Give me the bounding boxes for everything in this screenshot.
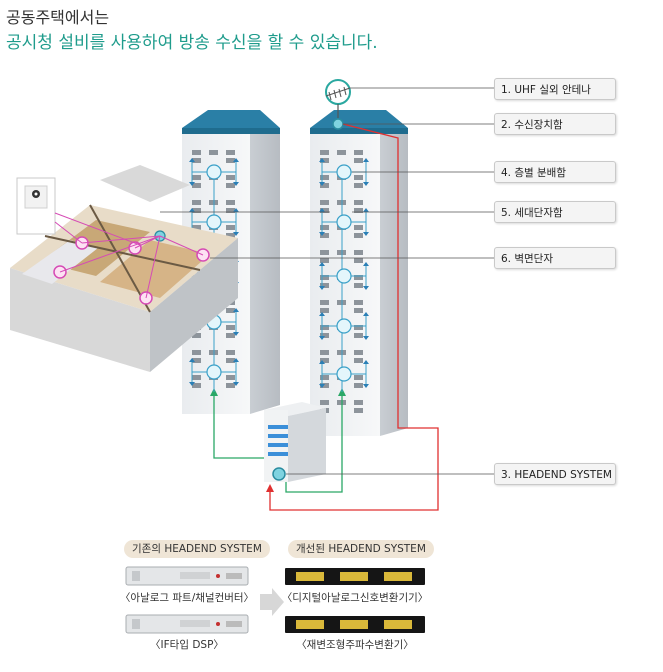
callout-receiver-box: 2. 수신장치함 xyxy=(494,113,616,135)
old-device-if-dsp xyxy=(125,614,249,634)
new-device-remodulation-converter xyxy=(285,616,425,633)
old-item-caption-2: 〈IF타입 DSP〉 xyxy=(150,639,224,651)
callout-wall-outlet: 6. 벽면단자 xyxy=(494,247,616,269)
callout-floor-distributor: 4. 층별 분배함 xyxy=(494,161,616,183)
arrow-right-icon xyxy=(260,588,284,616)
receiver-box-icon xyxy=(332,118,344,130)
heading-line1: 공동주택에서는 xyxy=(6,8,110,27)
callout-uhf-antenna: 1. UHF 실외 안테나 xyxy=(494,78,616,100)
heading-line2: 공시청 설비를 사용하여 방송 수신을 할 수 있습니다. xyxy=(6,33,378,53)
new-item-caption-1: 〈디지털아날로그신호변환기기〉 xyxy=(281,592,429,604)
headend-cabinet xyxy=(264,402,326,482)
callout-unit-terminal-box: 5. 세대단자함 xyxy=(494,201,616,223)
signal-line-red xyxy=(269,123,439,511)
new-headend-label: 개선된 HEADEND SYSTEM xyxy=(288,540,434,558)
signal-line-green-right xyxy=(285,392,343,493)
uhf-antenna-icon xyxy=(325,79,351,118)
new-device-digital-analog-converter xyxy=(285,568,425,585)
callout-headend-system: 3. HEADEND SYSTEM xyxy=(494,463,616,485)
wall-outlet-panel xyxy=(16,177,56,235)
old-headend-label: 기존의 HEADEND SYSTEM xyxy=(124,540,270,558)
callout-leaders xyxy=(160,87,494,475)
new-item-caption-2: 〈재변조형주파수변환기〉 xyxy=(296,639,414,651)
old-device-analog-converter xyxy=(125,566,249,586)
old-item-caption-1: 〈아날로그 파트/채널컨버터〉 xyxy=(119,592,255,604)
